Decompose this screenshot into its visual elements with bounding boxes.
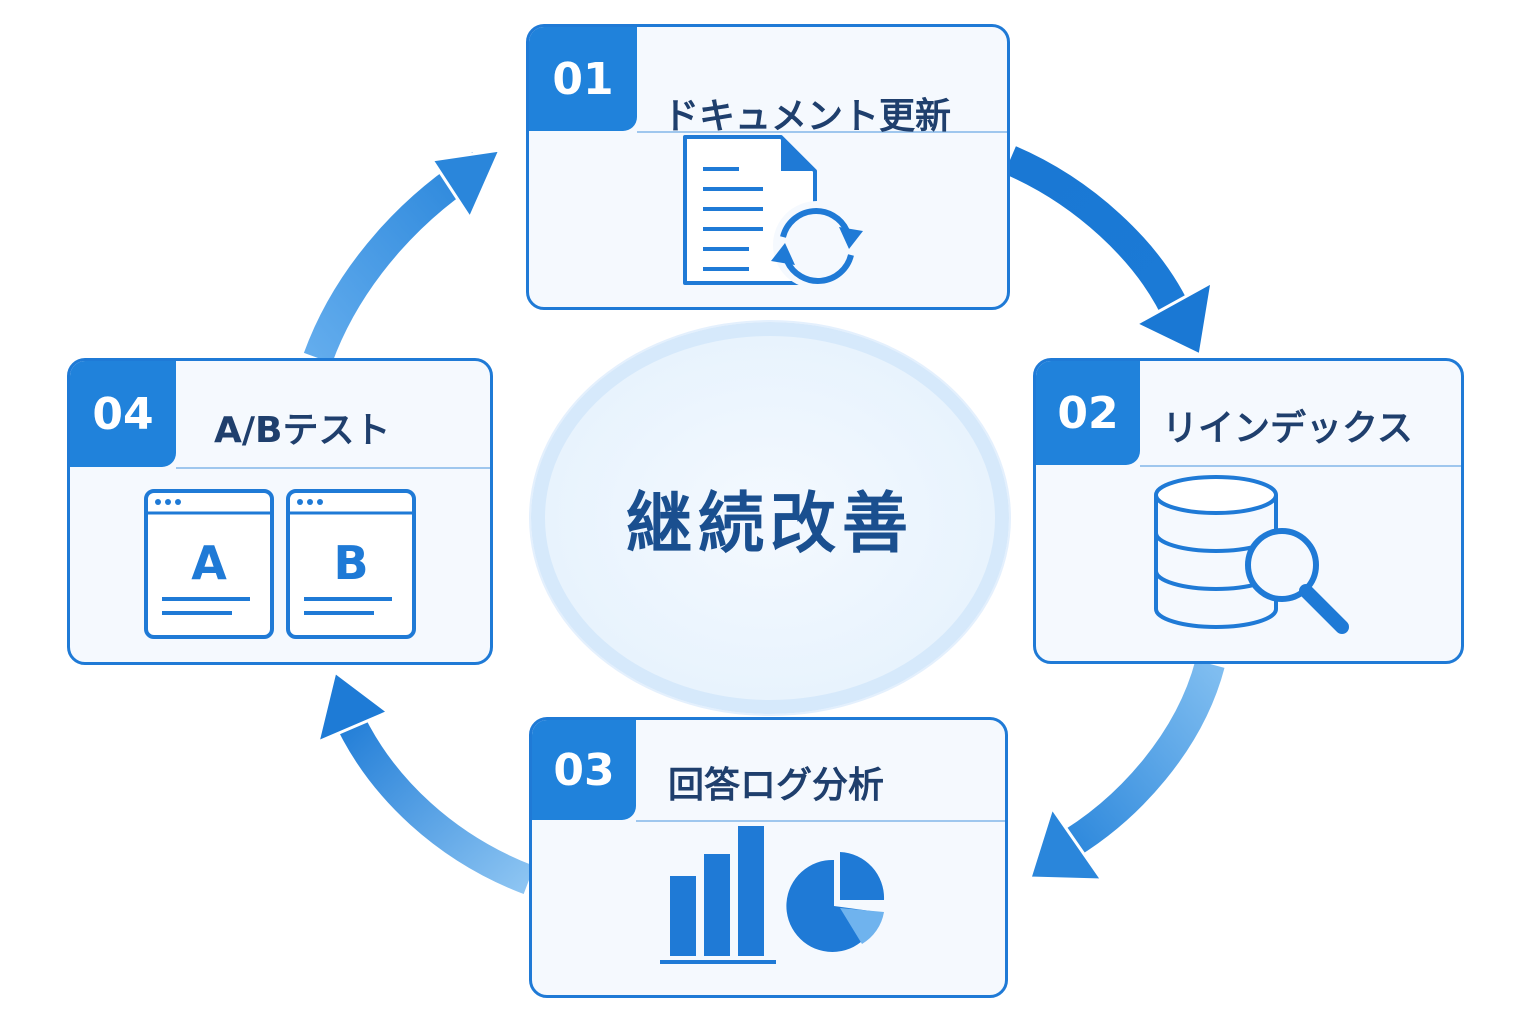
step-title: 回答ログ分析: [668, 765, 885, 806]
step-card-ab-test: 04 A/Bテスト A B: [67, 358, 493, 665]
card-divider: [637, 131, 1007, 133]
arrowhead-4-to-1: [429, 148, 503, 222]
step-title: ドキュメント更新: [663, 96, 952, 137]
step-card-document-update: 01 ドキュメント更新: [526, 24, 1010, 310]
database-search-icon: [1154, 475, 1349, 634]
center-title: 継続改善: [626, 485, 914, 562]
arrow-2-to-3: [1052, 659, 1225, 864]
center-circle: 継続改善: [531, 322, 1009, 714]
arrow-3-to-4: [331, 703, 535, 895]
ab-test-icon: A B: [144, 489, 416, 639]
arrowhead-3-to-4: [315, 669, 391, 745]
card-divider: [636, 820, 1005, 822]
step-card-log-analysis: 03 回答ログ分析: [529, 717, 1008, 998]
document-refresh-icon: [683, 135, 863, 289]
step-card-reindex: 02 リインデックス: [1033, 358, 1464, 664]
step-number: 02: [1036, 361, 1140, 465]
card-divider: [1140, 465, 1461, 467]
step-number: 01: [529, 27, 637, 131]
chart-icon: [660, 826, 885, 964]
step-title: リインデックス: [1162, 408, 1413, 449]
step-title: A/Bテスト: [214, 410, 391, 451]
variant-b-label: B: [333, 536, 368, 590]
card-divider: [176, 467, 490, 469]
arrow-1-to-2: [1003, 146, 1194, 327]
step-number: 04: [70, 361, 176, 467]
arrowhead-2-to-3: [1027, 804, 1105, 882]
arrowhead-1-to-2: [1132, 279, 1214, 358]
step-number: 03: [532, 720, 636, 820]
variant-a-label: A: [191, 536, 227, 590]
